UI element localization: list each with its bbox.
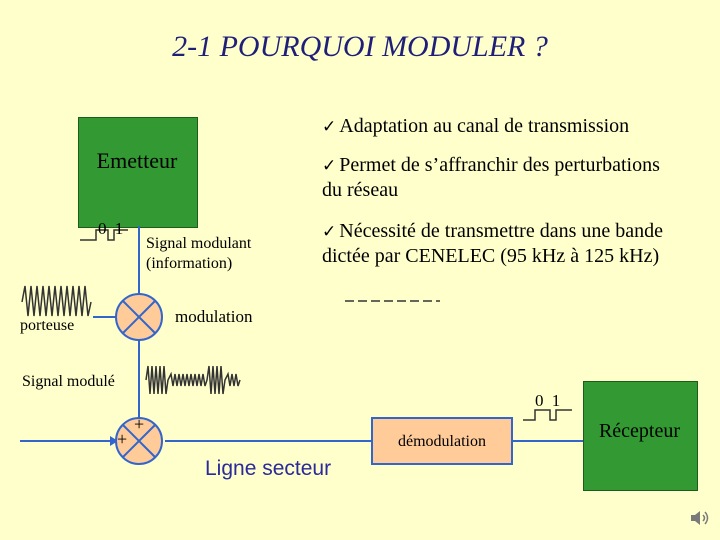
check-icon: ✓	[322, 117, 337, 137]
emetteur-box	[78, 117, 198, 228]
check-icon: ✓	[322, 156, 337, 176]
modulator-mixer	[115, 293, 163, 341]
bullet-2: ✓Permet de s’affranchir des perturbation…	[322, 153, 660, 202]
bullet-1-text: Adaptation au canal de transmission	[339, 115, 630, 137]
adder-plus-top: +	[134, 414, 145, 434]
signal-modulant-label: Signal modulant (information)	[146, 234, 251, 274]
recepteur-label: Récepteur	[598, 420, 681, 442]
carrier-wave	[21, 285, 92, 317]
ligne-secteur-label: Ligne secteur	[205, 457, 332, 480]
bullet-3: ✓Nécessité de transmettre dans une bande…	[322, 219, 663, 268]
bullet-2-line2: du réseau	[322, 179, 399, 201]
demodulated-signal-wave	[523, 409, 572, 421]
demodulation-label: démodulation	[398, 433, 486, 450]
modulated-signal-wave	[145, 365, 241, 395]
bullet-1: ✓Adaptation au canal de transmission	[322, 114, 629, 139]
adder-plus-left: +	[117, 429, 128, 449]
page-title: 2-1 POURQUOI MODULER ?	[172, 30, 548, 63]
bullet-3-line1: Nécessité de transmettre dans une bande	[339, 220, 664, 242]
bullet-2-line1: Permet de s’affranchir des perturbations	[339, 154, 660, 176]
speaker-icon[interactable]	[688, 506, 712, 530]
signal-module-label: Signal modulé	[22, 373, 115, 390]
demodulator-box	[371, 417, 513, 465]
bits-left-label: 0 1	[98, 219, 126, 238]
recepteur-box	[583, 381, 698, 491]
bullet-3-line2: dictée par CENELEC (95 kHz à 125 kHz)	[322, 245, 660, 267]
modulating-signal-wave	[80, 229, 128, 241]
adder-mixer	[115, 417, 163, 465]
porteuse-label: porteuse	[20, 317, 75, 334]
line-input-arrow	[110, 436, 118, 446]
signal-modulant-line2: (information)	[146, 255, 233, 272]
modulation-label: modulation	[175, 307, 253, 326]
signal-modulant-line1: Signal modulant	[146, 235, 252, 252]
check-icon: ✓	[322, 222, 337, 242]
bits-right-label: 0 1	[535, 391, 563, 410]
emetteur-label: Emetteur	[96, 148, 178, 173]
